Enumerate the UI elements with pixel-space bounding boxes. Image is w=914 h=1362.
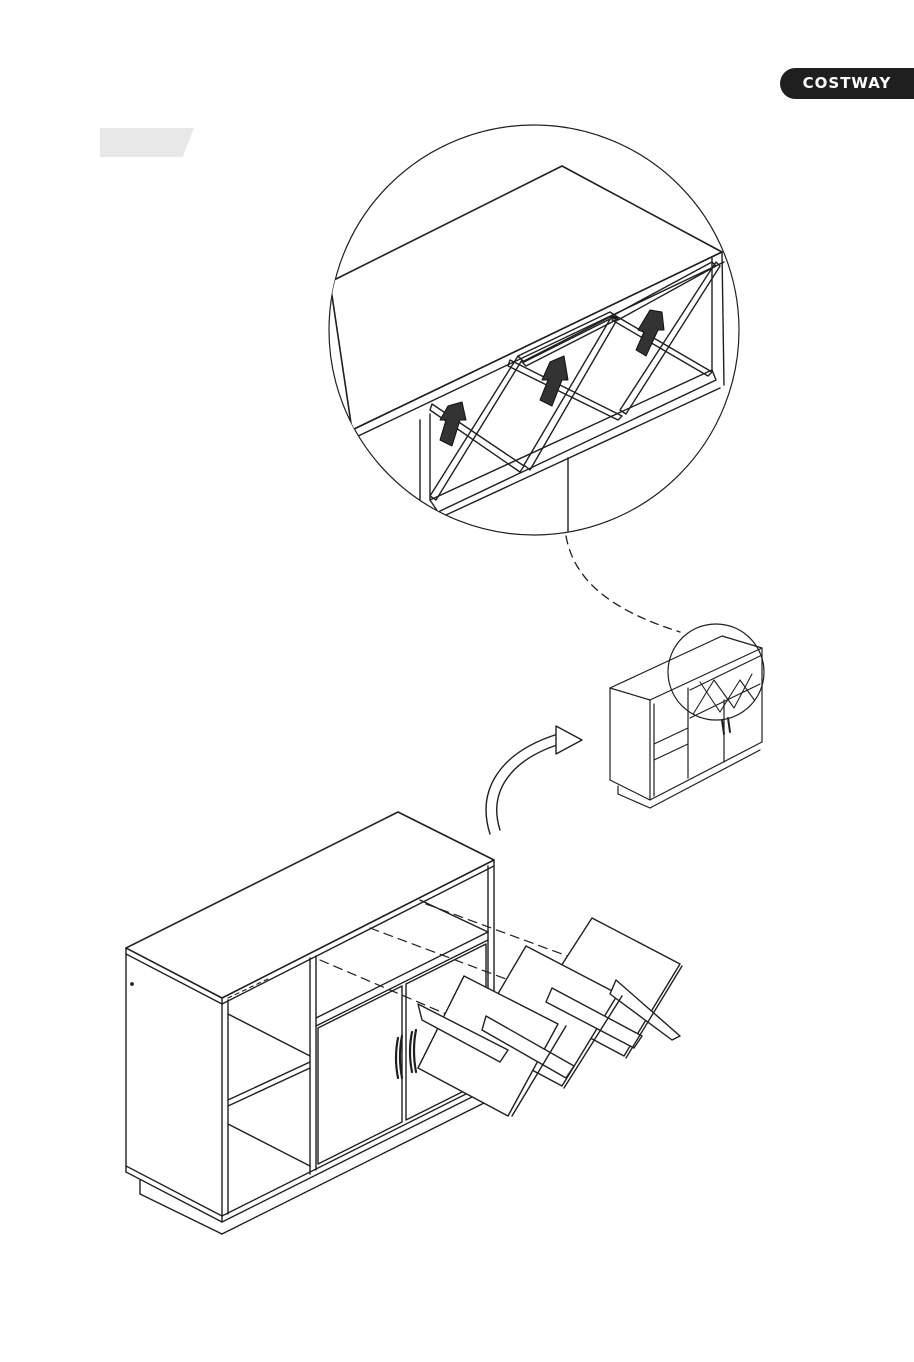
detail-magnifier	[329, 125, 739, 540]
curved-arrow-icon	[486, 726, 582, 834]
completed-cabinet	[610, 624, 764, 808]
detail-connector	[566, 536, 680, 632]
